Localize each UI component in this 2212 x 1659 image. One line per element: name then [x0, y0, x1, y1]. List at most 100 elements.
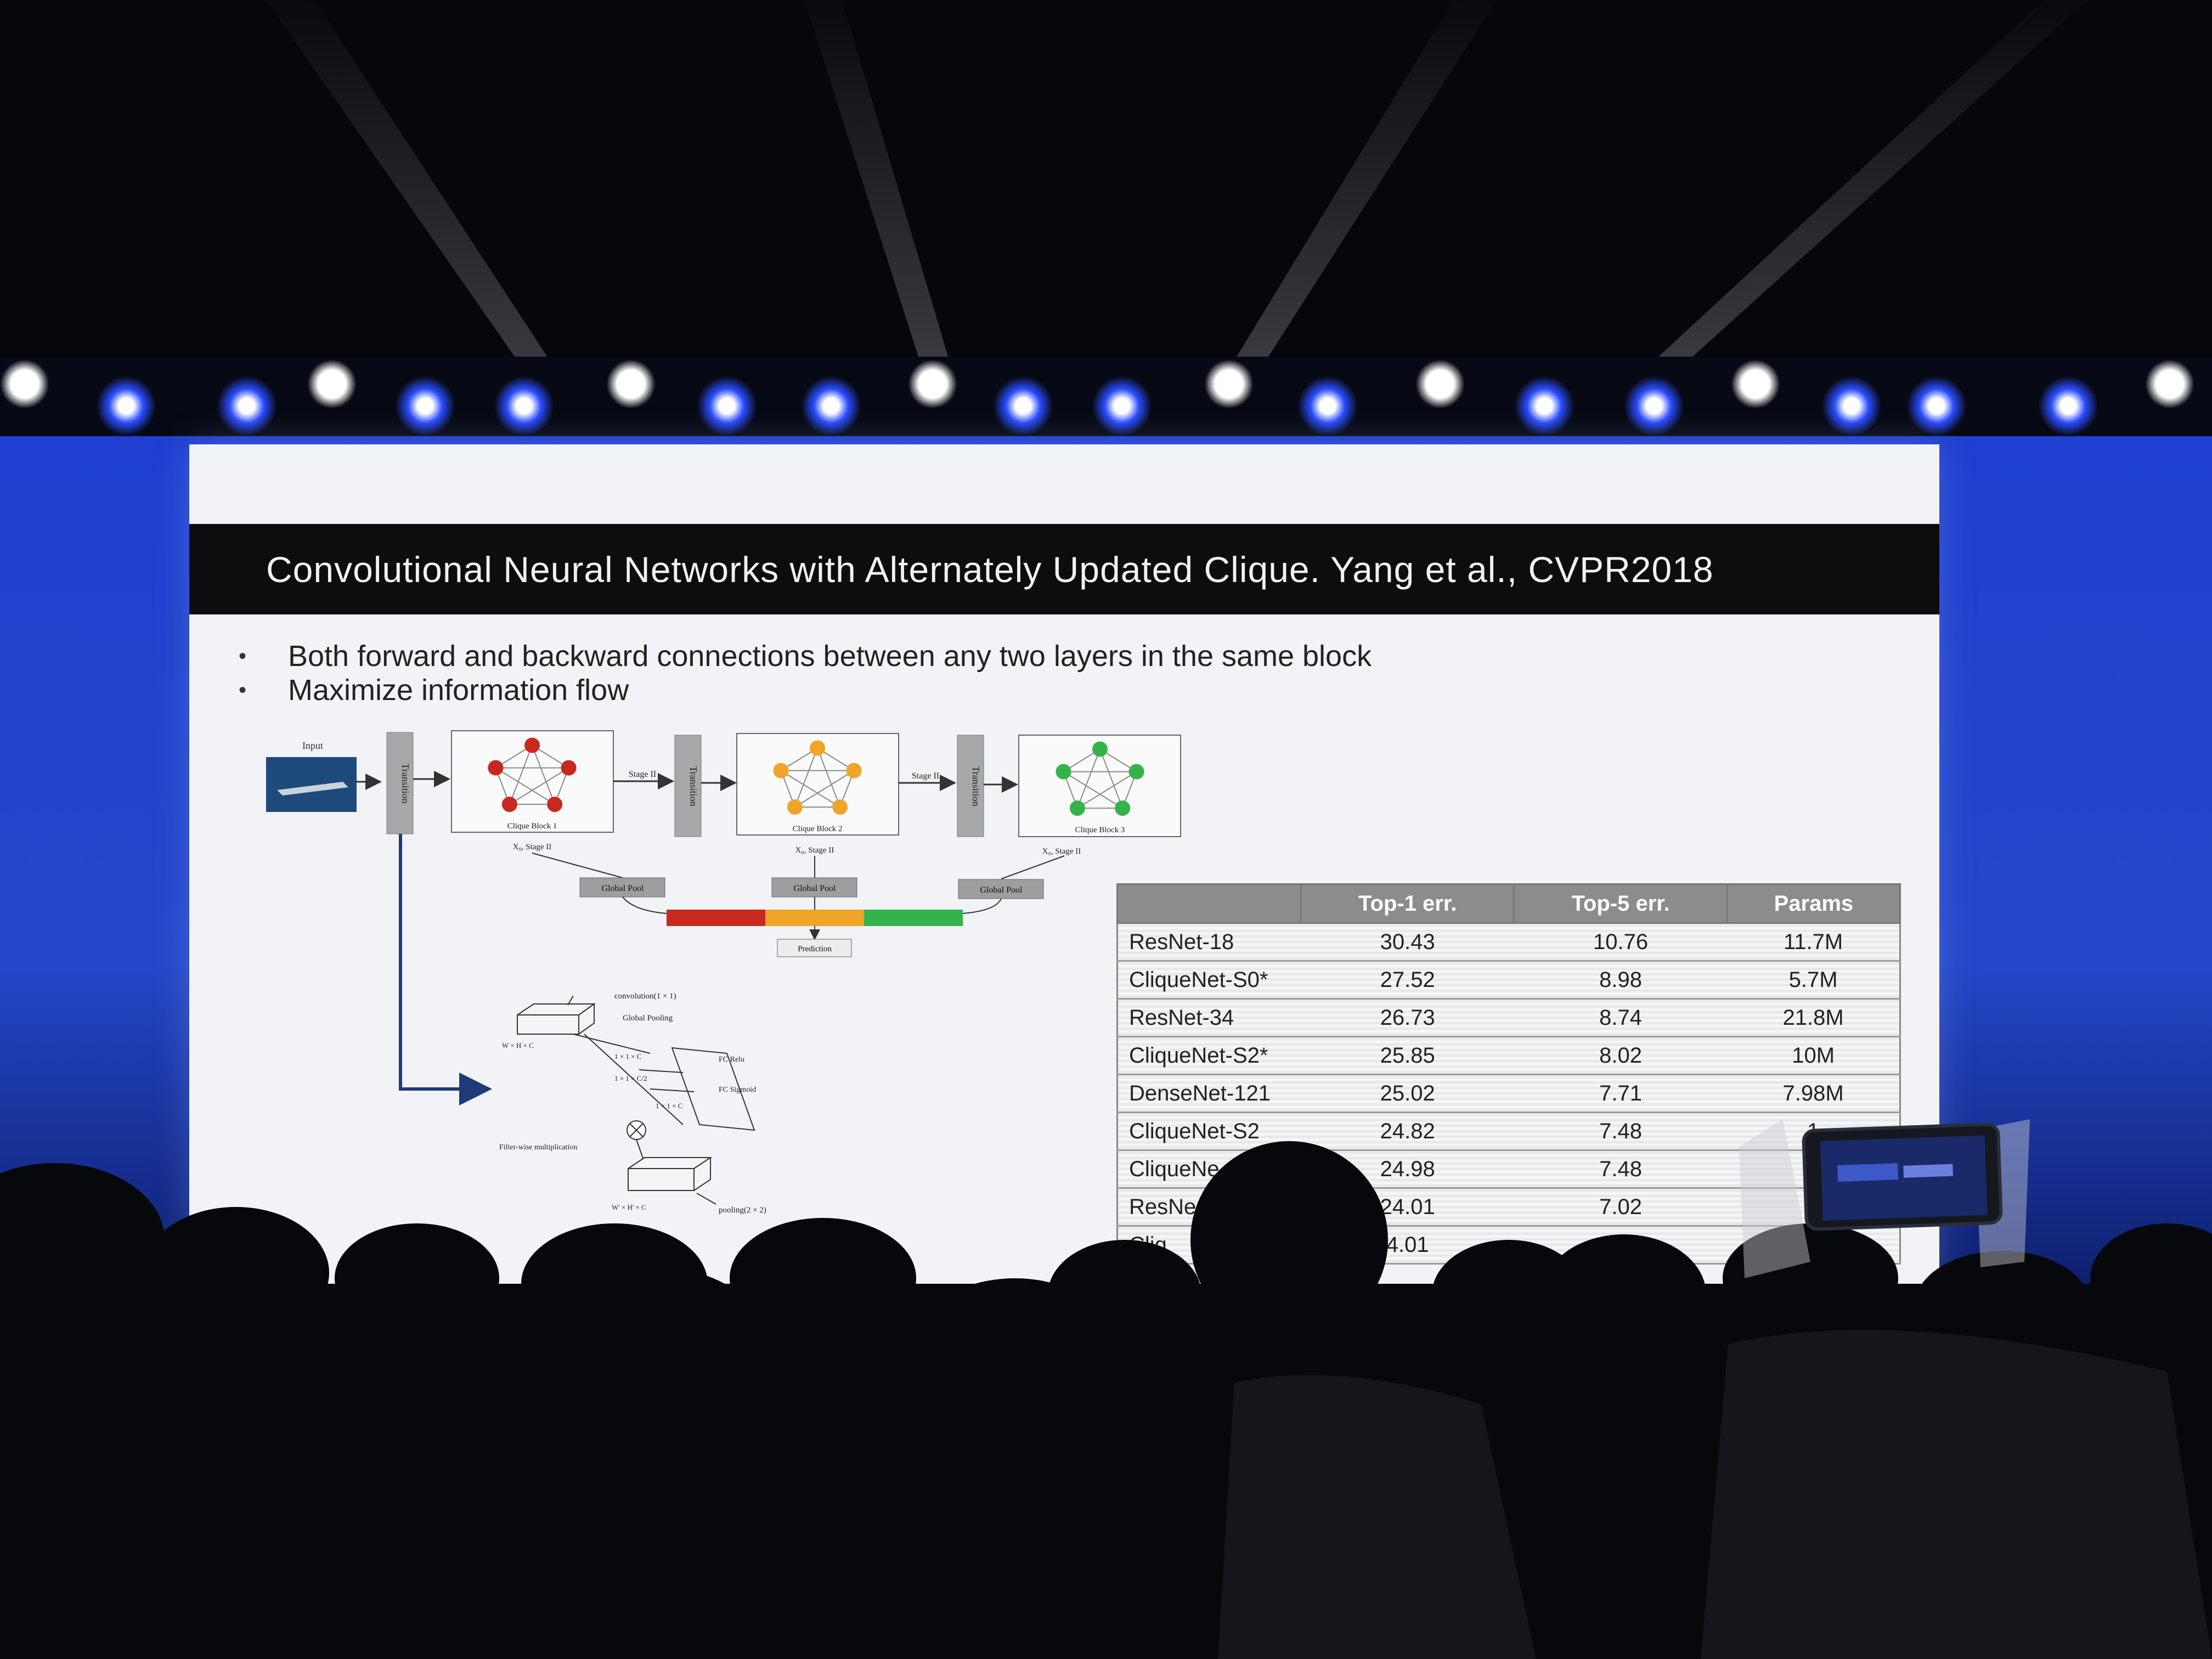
value-cell: 7.71 — [1514, 1074, 1728, 1113]
clique-node — [1115, 800, 1131, 816]
value-cell: 8.02 — [1514, 1036, 1728, 1075]
clique-edge — [509, 745, 533, 805]
model-name-cell: DenseNet-121 — [1117, 1074, 1301, 1113]
value-cell: 7.48 — [1514, 1150, 1728, 1189]
col-header: Params — [1726, 883, 1901, 924]
jacket-highlight — [1218, 1375, 1536, 1659]
stage-light-blue — [993, 376, 1053, 436]
value-cell: 10M — [1727, 1036, 1900, 1075]
value-cell: 7.98M — [1727, 1074, 1900, 1113]
stage-feature-label: X₀, Stage II — [795, 846, 834, 855]
stage-light-blue — [1297, 376, 1358, 436]
se-module: convolution(1 × 1) Global Pooling W × H … — [499, 992, 766, 1215]
clique-block-1: Clique Block 1 — [451, 730, 614, 833]
clique-node — [1092, 741, 1108, 757]
svg-text:1 × 1 × C: 1 × 1 × C — [614, 1052, 641, 1060]
value-cell: 11.7M — [1727, 923, 1900, 962]
stage-light-blue — [494, 376, 554, 436]
svg-text:Transition: Transition — [688, 766, 699, 806]
clique-node — [488, 760, 504, 776]
se-connector — [399, 834, 492, 1105]
clique-node — [1056, 764, 1071, 780]
stage-light-white — [307, 359, 357, 409]
clique-block-3: Clique Block 3 — [1018, 735, 1181, 837]
value-cell: 27.52 — [1301, 961, 1514, 1000]
clique-node — [846, 763, 862, 778]
col-header: Top-1 err. — [1300, 883, 1515, 924]
clique-node — [787, 799, 803, 815]
feature-segment-red — [667, 910, 765, 926]
svg-text:1 × 1 × C: 1 × 1 × C — [656, 1102, 682, 1110]
bullet-list: Both forward and backward connections be… — [239, 639, 1665, 707]
bullet-item: Both forward and backward connections be… — [239, 639, 1665, 673]
stage-light-blue — [1092, 376, 1152, 436]
clique-node — [832, 799, 848, 815]
clique-edge — [780, 770, 840, 808]
clique-node — [547, 797, 563, 812]
value-cell: 5.7M — [1727, 961, 1900, 1000]
input-label: Input — [302, 740, 323, 751]
svg-text:Global Pool: Global Pool — [794, 884, 836, 893]
stage-label: Stage II — [629, 770, 656, 779]
transition-layer: Transition — [957, 735, 984, 837]
clique-edge — [794, 748, 818, 808]
stage-light-blue — [1514, 376, 1575, 436]
svg-text:W × H × C: W × H × C — [502, 1041, 534, 1049]
clique-node — [561, 760, 577, 776]
value-cell: 21.8M — [1727, 998, 1900, 1037]
model-name-cell: ResNet-18 — [1117, 923, 1301, 962]
transition-layer: Transition — [386, 732, 414, 834]
clique-node — [773, 763, 789, 778]
stage-light-white — [908, 359, 957, 409]
stage-light-blue — [1624, 376, 1684, 436]
value-cell: 8.98 — [1514, 961, 1728, 1000]
stage-light-blue — [217, 376, 277, 436]
value-cell: 26.73 — [1301, 998, 1514, 1037]
col-header: Top-5 err. — [1513, 883, 1728, 924]
block-caption: Clique Block 3 — [1075, 826, 1125, 834]
feature-segment-orange — [765, 910, 864, 926]
svg-text:pooling(2 × 2): pooling(2 × 2) — [719, 1206, 766, 1215]
value-cell: 24.82 — [1301, 1112, 1514, 1151]
clique-edge — [509, 767, 569, 805]
global-pool: Global Pool — [958, 879, 1044, 899]
svg-text:convolution(1 × 1): convolution(1 × 1) — [614, 992, 676, 1001]
stage-light-white — [1731, 359, 1780, 409]
block-caption: Clique Block 2 — [793, 825, 843, 833]
transition-layer: Transition — [674, 735, 702, 837]
svg-text:Transition: Transition — [400, 763, 411, 803]
stage-light-blue — [697, 376, 757, 436]
clique-node — [1069, 800, 1085, 816]
bullet-item: Maximize information flow — [239, 673, 1665, 707]
stage-light-blue — [1906, 376, 1967, 436]
global-pool: Global Pool — [771, 877, 857, 898]
clique-edge — [1076, 749, 1101, 809]
clique-edge — [817, 748, 841, 808]
stage-light-white — [1415, 359, 1465, 409]
clique-node — [501, 797, 517, 812]
clique-edge — [1099, 749, 1124, 809]
stage-light-blue — [2038, 376, 2098, 436]
value-cell: 8.74 — [1514, 998, 1728, 1037]
jacket-highlight — [1701, 1330, 2212, 1659]
svg-text:Global Pool: Global Pool — [602, 884, 644, 893]
value-cell: 7.48 — [1514, 1112, 1728, 1151]
svg-text:Filter-wise multiplication: Filter-wise multiplication — [499, 1143, 577, 1152]
stage-light-blue — [1821, 376, 1882, 436]
model-name-cell: CliqueNet-S2* — [1117, 1036, 1301, 1075]
svg-text:Transition: Transition — [970, 766, 981, 806]
feature-segment-green — [864, 910, 963, 926]
svg-text:1 × 1 × C/2: 1 × 1 × C/2 — [614, 1074, 647, 1082]
clique-edge — [495, 767, 555, 805]
stage-feature-label: X₀, Stage II — [513, 843, 552, 851]
svg-text:Prediction: Prediction — [798, 945, 832, 953]
stage-light-white — [2145, 359, 2194, 409]
clique-edge — [794, 770, 855, 808]
clique-node — [810, 740, 825, 756]
